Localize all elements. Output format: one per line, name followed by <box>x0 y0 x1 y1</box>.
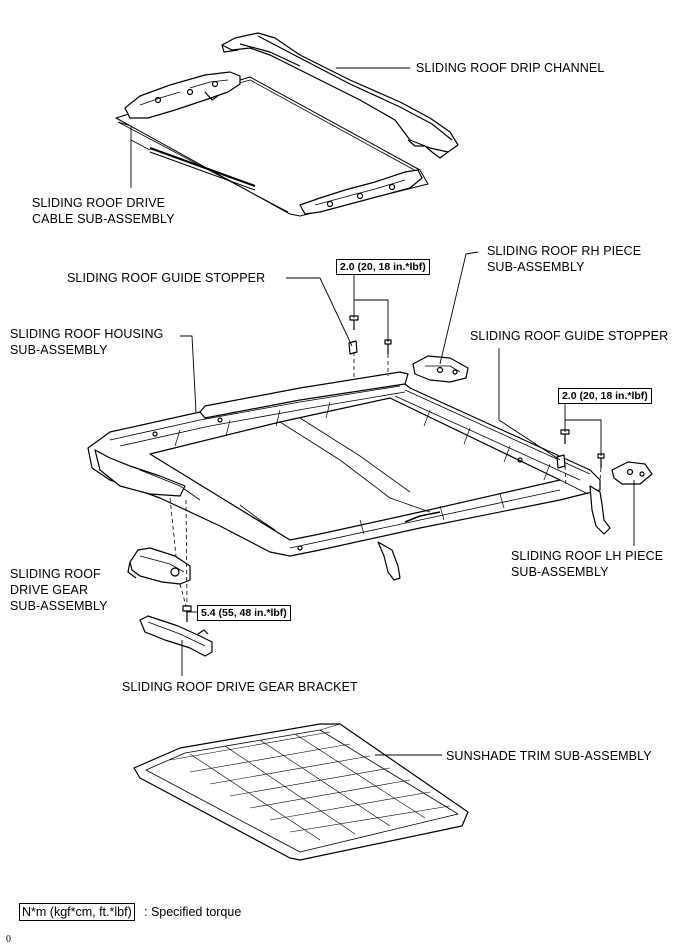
drive-cable-part <box>115 71 429 217</box>
drive-gear-bracket-part <box>139 615 213 657</box>
housing-part <box>87 371 611 581</box>
label-rh-piece-line1: SLIDING ROOF RH PIECE <box>487 244 642 258</box>
drive-gear-bolt <box>182 605 192 622</box>
label-housing-line1: SLIDING ROOF HOUSING <box>10 327 164 341</box>
drip-channel-part <box>221 32 459 159</box>
torque-value-drive-gear: 5.4 (55, 48 in.*lbf) <box>197 605 291 621</box>
label-drip-channel: SLIDING ROOF DRIP CHANNEL <box>416 61 605 75</box>
legend-description: : Specified torque <box>144 905 242 919</box>
rh-piece-part <box>412 355 469 383</box>
label-housing-line2: SUB-ASSEMBLY <box>10 343 108 357</box>
label-drive-gear-line1: SLIDING ROOF <box>10 567 101 581</box>
lh-piece-part <box>611 461 653 485</box>
label-drive-gear-line3: SUB-ASSEMBLY <box>10 599 108 613</box>
label-drive-cable-line1: SLIDING ROOF DRIVE <box>32 196 166 210</box>
alignment-lines <box>169 352 602 607</box>
label-drive-gear-bracket: SLIDING ROOF DRIVE GEAR BRACKET <box>122 680 358 694</box>
label-sunshade: SUNSHADE TRIM SUB-ASSEMBLY <box>446 749 652 763</box>
torque-value-rh-stopper: 2.0 (20, 18 in.*lbf) <box>336 259 430 275</box>
label-guide-stopper-left: SLIDING ROOF GUIDE STOPPER <box>67 271 266 285</box>
label-drive-gear-line2: DRIVE GEAR <box>10 583 89 597</box>
drive-gear-part <box>127 547 191 585</box>
label-lh-piece-line2: SUB-ASSEMBLY <box>511 565 609 579</box>
label-lh-piece-line1: SLIDING ROOF LH PIECE <box>511 549 664 563</box>
footer-reference: 0 <box>6 934 11 945</box>
legend-torque-unit-box: N*m (kgf*cm, ft.*lbf) <box>19 903 135 921</box>
guide-stopper-left-part <box>348 315 392 355</box>
label-drive-cable-line2: CABLE SUB-ASSEMBLY <box>32 212 175 226</box>
torque-value-lh-stopper: 2.0 (20, 18 in.*lbf) <box>558 388 652 404</box>
sunshade-part <box>133 723 469 861</box>
label-rh-piece-line2: SUB-ASSEMBLY <box>487 260 585 274</box>
leader-lines <box>117 67 635 756</box>
guide-stopper-right-part <box>556 429 605 469</box>
label-guide-stopper-right: SLIDING ROOF GUIDE STOPPER <box>470 329 669 343</box>
